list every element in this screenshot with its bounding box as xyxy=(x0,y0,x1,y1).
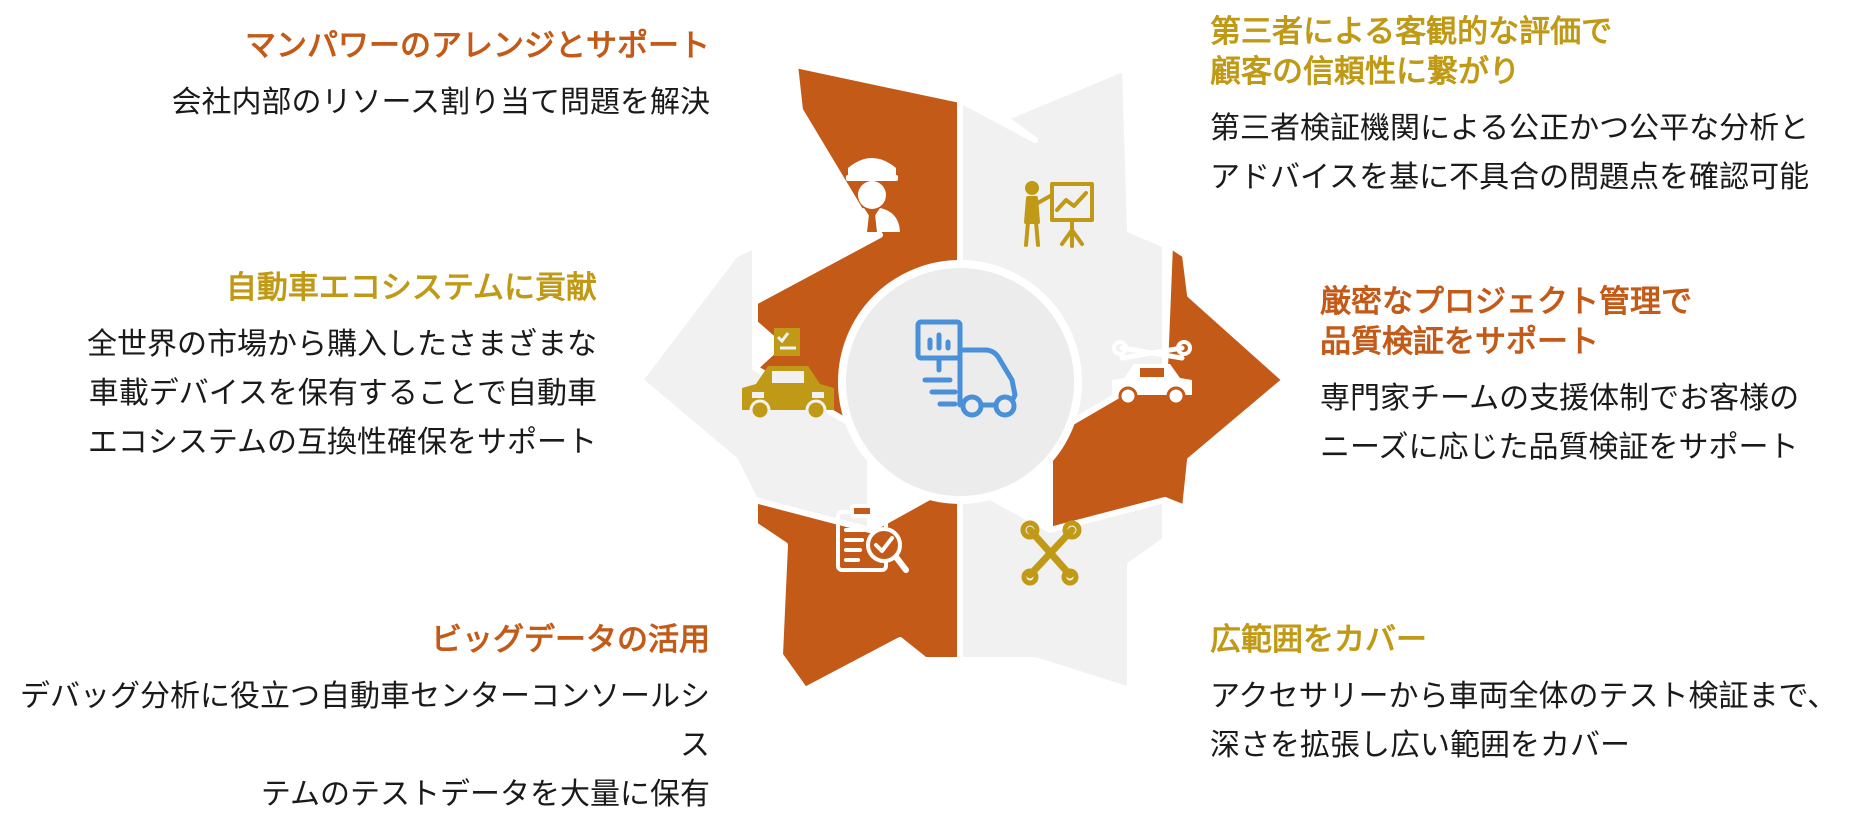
wedge-bigdata xyxy=(752,477,963,693)
bigdata-title: ビッグデータの活用 xyxy=(431,622,710,658)
clipboard-magnifier-icon xyxy=(836,504,909,573)
project-mgmt-title: 厳密なプロジェクト管理で 品質検証をサポート xyxy=(1320,284,1692,360)
project-mgmt-desc: 専門家チームの支援体制でお客様の ニーズに応じた品質検証をサポート xyxy=(1320,381,1800,465)
ecosystem-desc: 全世界の市場から購入したさまざまな 車載デバイスを保有することで自動車 エコシス… xyxy=(87,327,597,460)
manpower-desc: 会社内部のリソース割り当て問題を解決 xyxy=(171,85,711,120)
hexagon-arrow-diagram xyxy=(640,65,1285,693)
tools-icon xyxy=(1020,520,1082,586)
car-checklist-icon xyxy=(742,328,834,421)
bigdata-desc: デバッグ分析に役立つ自動車センターコンソールシス テムのテストデータを大量に保有 xyxy=(20,679,710,812)
block-ecosystem: 自動車エコシステムに貢献 全世界の市場から購入したさまざまな 車載デバイスを保有… xyxy=(17,268,597,467)
coverage-desc: アクセサリーから車両全体のテスト検証まで、 深さを拡張し広い範囲をカバー xyxy=(1210,679,1838,763)
car-wrench-icon xyxy=(1112,340,1192,406)
worker-hardhat-icon xyxy=(844,158,900,232)
manpower-title: マンパワーのアレンジとサポート xyxy=(245,28,710,64)
block-bigdata: ビッグデータの活用 デバッグ分析に役立つ自動車センターコンソールシス テムのテス… xyxy=(0,620,710,819)
third-party-title: 第三者による客観的な評価で 顧客の信頼性に繋がり xyxy=(1210,14,1613,90)
third-party-desc: 第三者検証機関による公正かつ公平な分析と アドバイスを基に不具合の問題点を確認可… xyxy=(1210,111,1810,195)
block-project-mgmt: 厳密なプロジェクト管理で 品質検証をサポート 専門家チームの支援体制でお客様の … xyxy=(1320,282,1860,472)
coverage-title: 広範囲をカバー xyxy=(1210,622,1427,658)
block-manpower: マンパワーのアレンジとサポート 会社内部のリソース割り当て問題を解決 xyxy=(110,26,711,127)
block-coverage: 広範囲をカバー アクセサリーから車両全体のテスト検証まで、 深さを拡張し広い範囲… xyxy=(1210,620,1850,770)
ecosystem-title: 自動車エコシステムに貢献 xyxy=(225,270,597,306)
presenter-board-icon xyxy=(1024,181,1094,248)
block-third-party: 第三者による客観的な評価で 顧客の信頼性に繋がり 第三者検証機関による公正かつ公… xyxy=(1210,12,1850,202)
truck-with-monitor-icon xyxy=(915,319,1018,418)
